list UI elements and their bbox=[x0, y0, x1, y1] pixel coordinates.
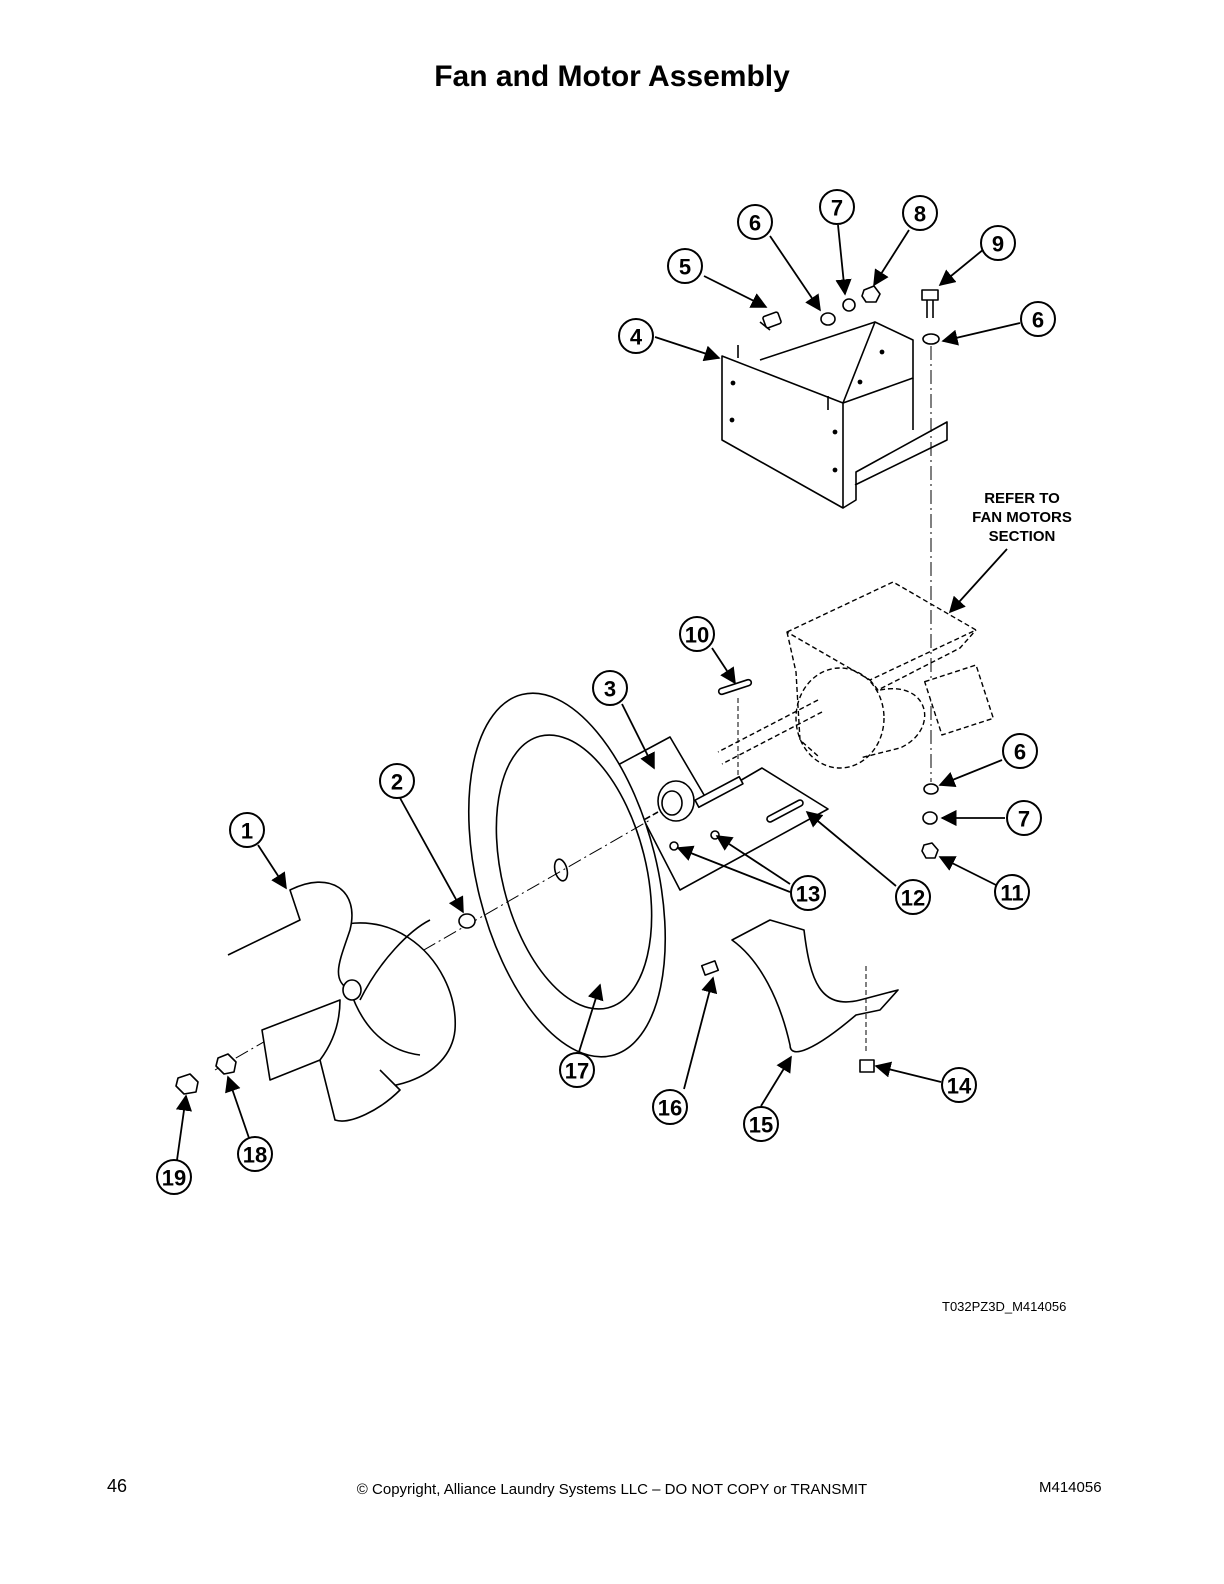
callout-7-bottom bbox=[1006, 800, 1042, 836]
bolt-9 bbox=[921, 289, 939, 318]
callout-6-top bbox=[737, 204, 773, 240]
callout-label-6-bottom: 6 bbox=[1014, 740, 1026, 765]
callout-label-12: 12 bbox=[901, 886, 925, 911]
fastener-5-screw bbox=[759, 311, 782, 331]
washer-6-top bbox=[820, 312, 836, 326]
leader-arrows bbox=[175, 224, 1021, 1161]
callout-9 bbox=[980, 225, 1016, 261]
callout-7-top bbox=[819, 189, 855, 225]
drawing-id: T032PZ3D_M414056 bbox=[942, 1299, 1067, 1314]
nut-8 bbox=[861, 285, 881, 303]
callout-label-14: 14 bbox=[947, 1074, 972, 1099]
callout-label-4: 4 bbox=[630, 325, 643, 350]
hub-inset bbox=[615, 736, 829, 891]
callout-17 bbox=[559, 1052, 595, 1088]
callout-label-11: 11 bbox=[1000, 881, 1023, 906]
callout-label-15: 15 bbox=[749, 1113, 773, 1138]
nut-18 bbox=[215, 1053, 237, 1075]
callout-labels: 1 2 3 4 5 6 6 6 7 7 8 9 10 11 12 13 14 1… bbox=[162, 196, 1044, 1191]
motor-bracket bbox=[721, 321, 948, 509]
callout-label-7-bottom: 7 bbox=[1018, 807, 1030, 832]
callout-5 bbox=[667, 248, 703, 284]
callout-label-13: 13 bbox=[796, 882, 820, 907]
screw-16 bbox=[700, 960, 720, 976]
callout-1 bbox=[229, 812, 265, 848]
callout-19 bbox=[156, 1159, 192, 1195]
callout-16 bbox=[652, 1089, 688, 1125]
callout-8 bbox=[902, 195, 938, 231]
callout-10 bbox=[679, 616, 715, 652]
document-code: M414056 bbox=[1039, 1479, 1102, 1496]
page-number: 46 bbox=[107, 1476, 128, 1496]
callout-circles bbox=[156, 189, 1056, 1195]
callout-label-10: 10 bbox=[685, 623, 709, 648]
callout-6-bottom bbox=[1002, 733, 1038, 769]
callout-18 bbox=[237, 1136, 273, 1172]
callout-12 bbox=[895, 879, 931, 915]
callout-label-6-right: 6 bbox=[1032, 308, 1044, 333]
nut-19 bbox=[175, 1073, 199, 1095]
washer-6-right bbox=[922, 333, 940, 345]
callout-6-right bbox=[1020, 301, 1056, 337]
callout-11 bbox=[994, 874, 1030, 910]
nut-11 bbox=[921, 842, 939, 859]
callout-label-9: 9 bbox=[992, 232, 1004, 257]
callout-label-19: 19 bbox=[162, 1166, 186, 1191]
callout-label-17: 17 bbox=[565, 1059, 589, 1084]
callout-label-6-top: 6 bbox=[749, 211, 761, 236]
fan-blade bbox=[227, 881, 456, 1122]
lockwasher-7-top bbox=[842, 298, 856, 312]
callout-label-8: 8 bbox=[914, 202, 926, 227]
refer-note-line-3: SECTION bbox=[989, 528, 1056, 545]
washer-2 bbox=[458, 913, 476, 929]
callout-label-16: 16 bbox=[658, 1096, 682, 1121]
callout-label-2: 2 bbox=[391, 770, 403, 795]
callout-4 bbox=[618, 318, 654, 354]
fan-motor-reference bbox=[717, 581, 995, 769]
fan-shroud-plate bbox=[467, 692, 667, 1058]
copyright-notice: © Copyright, Alliance Laundry Systems LL… bbox=[356, 1481, 868, 1498]
key-10 bbox=[717, 678, 753, 696]
callout-2 bbox=[379, 763, 415, 799]
refer-note: REFER TO FAN MOTORS SECTION bbox=[972, 490, 1072, 545]
page-title: Fan and Motor Assembly bbox=[434, 60, 790, 93]
callout-3 bbox=[592, 670, 628, 706]
callout-13 bbox=[790, 875, 826, 911]
callout-label-3: 3 bbox=[604, 677, 616, 702]
callout-14 bbox=[941, 1067, 977, 1103]
lockwasher-7-bottom bbox=[922, 811, 938, 825]
refer-note-line-1: REFER TO bbox=[984, 490, 1060, 507]
support-strap bbox=[731, 919, 899, 1054]
callout-label-18: 18 bbox=[243, 1143, 267, 1168]
callout-label-1: 1 bbox=[241, 819, 253, 844]
washer-6-bottom bbox=[923, 783, 939, 795]
callout-15 bbox=[743, 1106, 779, 1142]
callout-label-7-top: 7 bbox=[831, 196, 843, 221]
screw-14 bbox=[859, 1059, 875, 1073]
callout-label-5: 5 bbox=[679, 255, 691, 280]
refer-note-line-2: FAN MOTORS bbox=[972, 509, 1072, 526]
